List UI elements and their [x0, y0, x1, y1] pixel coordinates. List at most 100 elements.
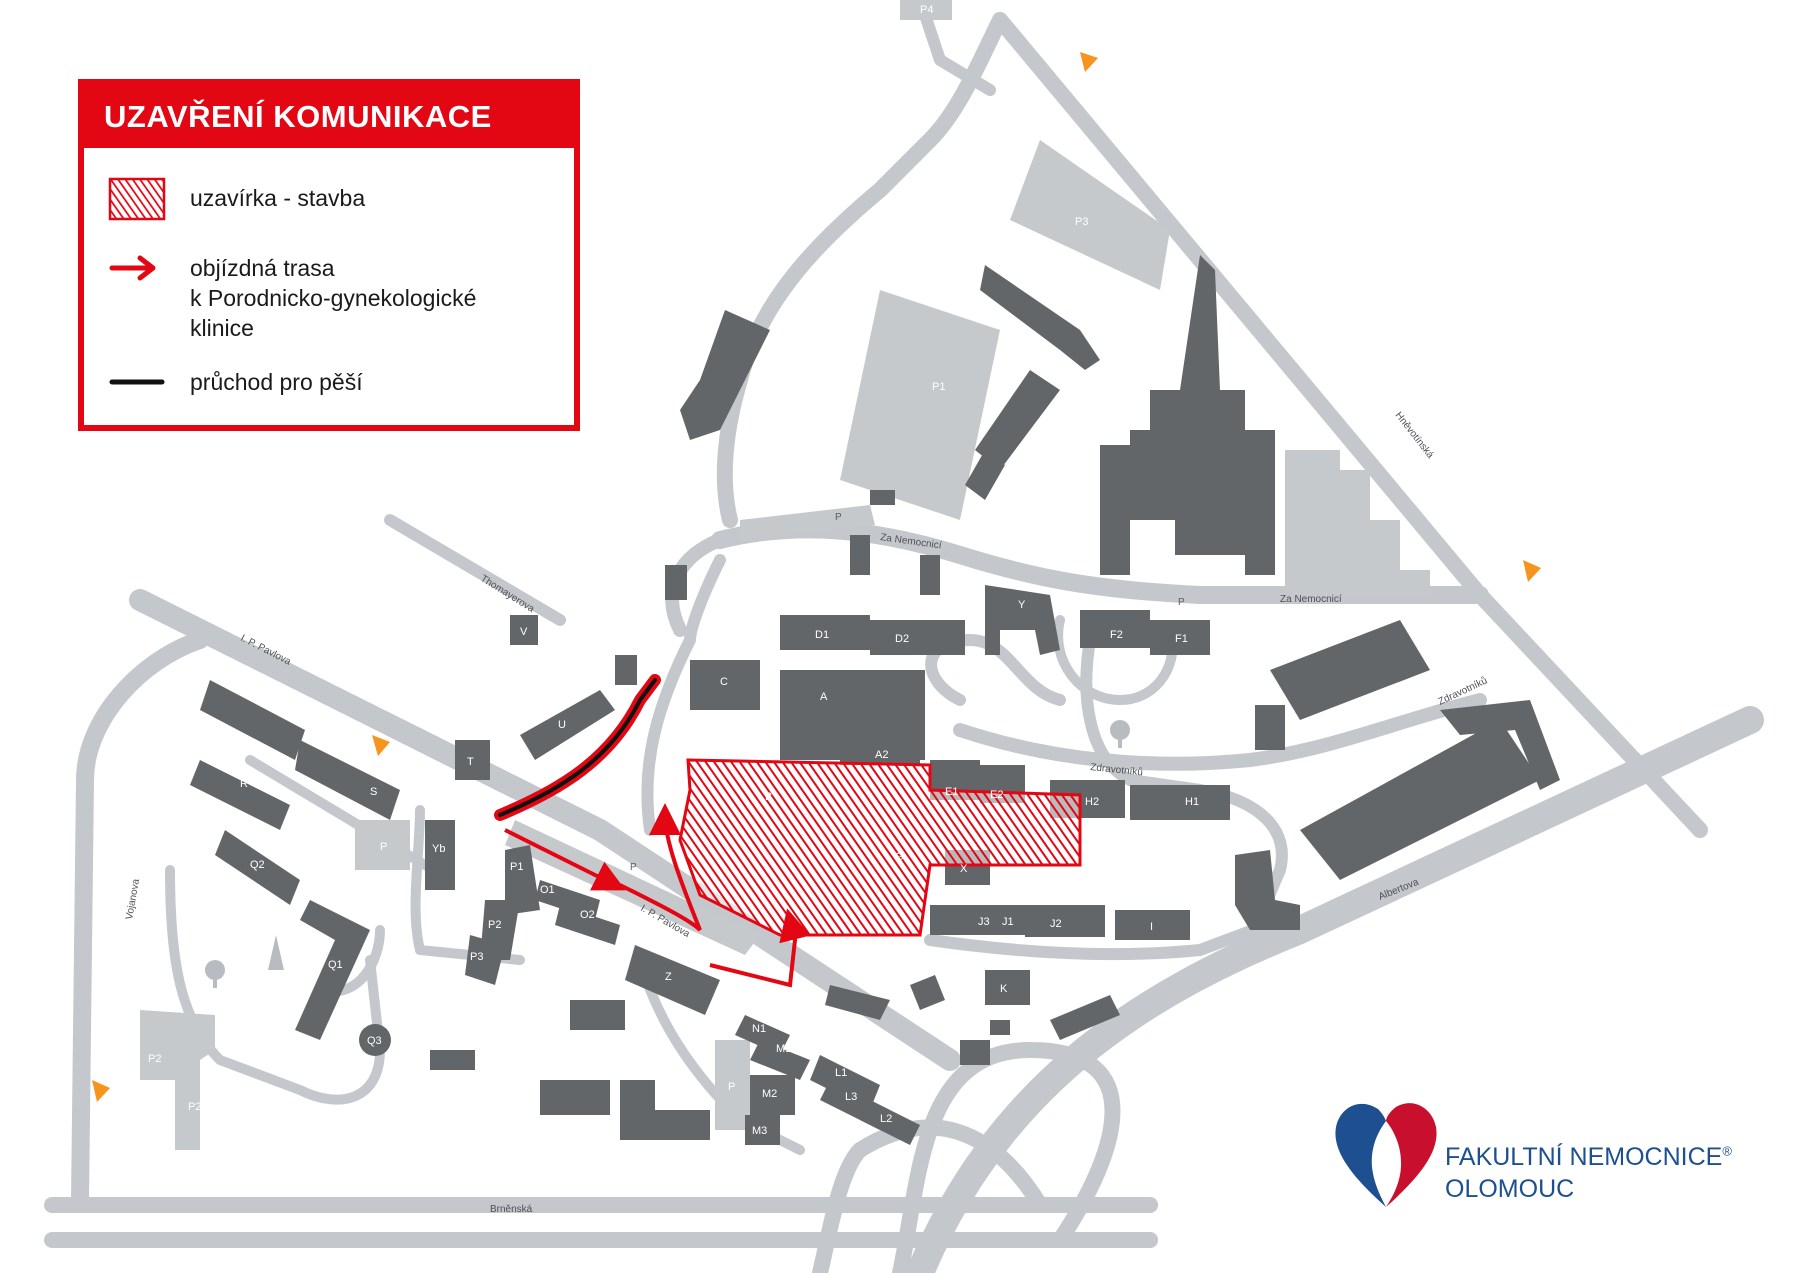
building-labels: D1 D2 C A A2 E1 E2 H2 H1 F2 F1 Y V U T S… — [240, 599, 1199, 1137]
building-label: Q1 — [328, 959, 343, 971]
building-label: O1 — [540, 884, 555, 896]
legend-label-line: objízdná trasa — [190, 255, 335, 281]
building-label: G — [895, 851, 904, 863]
building-nw1 — [680, 310, 770, 440]
building-label: I — [1150, 921, 1153, 933]
building-a2 — [840, 740, 920, 765]
hospital-logo: FAKULTNÍ NEMOCNICE® OLOMOUC — [1330, 1095, 1750, 1215]
tree-icon — [1110, 720, 1130, 740]
building-label: C — [720, 676, 728, 688]
building-j3 — [930, 905, 995, 935]
building-z — [625, 945, 720, 1015]
building-label: J2 — [1050, 918, 1062, 930]
building-r — [190, 760, 290, 830]
building-label: L3 — [845, 1091, 857, 1103]
parking-p-nemocnici — [740, 505, 875, 540]
parking-label: P3 — [1075, 216, 1088, 228]
building-m2 — [750, 1075, 795, 1115]
parking-p3 — [1010, 140, 1170, 290]
building-p1-east2 — [965, 450, 1005, 500]
road-north — [716, 12, 1008, 528]
building-label: L2 — [880, 1113, 892, 1125]
red-arrow-icon — [108, 253, 166, 288]
parking-label: P — [835, 512, 842, 523]
building-label: D2 — [895, 633, 909, 645]
legend-box: UZAVŘENÍ KOMUNIKACE uzavírka - stavba — [78, 79, 580, 431]
street-label: Hněvotínská — [1393, 410, 1436, 461]
building-label: E1 — [945, 786, 958, 798]
road-albertova-ramp — [892, 1042, 1121, 1273]
building-p1-block — [505, 845, 540, 915]
building-f2 — [1080, 610, 1150, 648]
building-label: X — [960, 863, 968, 875]
road-zdravotniku-loop — [925, 634, 1066, 706]
building-label: P1 — [510, 861, 523, 873]
building-j2 — [1025, 905, 1105, 937]
building-u2 — [615, 655, 637, 685]
road-inner-south — [924, 914, 1286, 961]
building-label: H1 — [1185, 796, 1199, 808]
detour-arrow-1 — [504, 828, 626, 891]
detour-route — [504, 803, 811, 988]
road-inner-loop — [641, 554, 726, 836]
building-label: J3 — [978, 916, 990, 928]
road-brnenska-lower — [1032, 1197, 1158, 1248]
building-tower — [1130, 255, 1275, 555]
building-k3 — [960, 1040, 990, 1065]
playground-icon — [268, 935, 284, 970]
entrance-marker-icon — [372, 735, 390, 756]
logo-name: FAKULTNÍ NEMOCNICE — [1445, 1143, 1723, 1171]
building-s3 — [1050, 995, 1120, 1040]
legend-item-pedestrian: průchod pro pěší — [108, 367, 363, 402]
building-m3 — [745, 1115, 780, 1145]
building-sw3 — [540, 1080, 610, 1115]
building-o2 — [555, 905, 620, 945]
building-label: Y — [1018, 599, 1026, 611]
legend-header: UZAVŘENÍ KOMUNIKACE — [84, 85, 574, 148]
building-label: U — [558, 719, 566, 731]
entrance-marker-icon — [1080, 52, 1098, 72]
building-p3-block — [465, 935, 505, 985]
road-west-inner2 — [410, 805, 525, 965]
parking-p1 — [840, 290, 1000, 520]
building-s1 — [825, 985, 890, 1020]
building-east-small — [1255, 705, 1285, 750]
building-y — [985, 585, 1060, 655]
legend-label: uzavírka - stavba — [190, 185, 366, 211]
parking-p2 — [140, 1010, 215, 1150]
building-label: J1 — [1002, 916, 1014, 928]
building-label: Z — [665, 971, 672, 983]
closure-hatched-area — [678, 758, 1082, 937]
building-i — [1115, 910, 1190, 940]
building-o1 — [535, 880, 600, 920]
parking-label: P — [728, 1081, 735, 1093]
building-label: O2 — [580, 909, 595, 921]
building-small-n2 — [850, 535, 870, 575]
building-k2 — [990, 1020, 1010, 1035]
building-n1 — [735, 1015, 790, 1055]
building-sw1 — [570, 1000, 625, 1030]
building-l2 — [860, 1100, 920, 1145]
building-east-long — [1300, 720, 1540, 880]
building-q1 — [295, 900, 370, 1040]
parking-label: P2 — [188, 1101, 201, 1113]
building-t — [455, 740, 490, 780]
registered-mark: ® — [1722, 1143, 1732, 1159]
logo-text-line1: FAKULTNÍ NEMOCNICE® — [1445, 1143, 1732, 1172]
parking-p4 — [900, 0, 952, 20]
building-label: A2 — [875, 749, 888, 761]
building-k — [985, 970, 1030, 1005]
parking-p-m — [715, 1040, 750, 1130]
detour-arrow-2 — [709, 908, 811, 988]
legend-title: UZAVŘENÍ KOMUNIKACE — [104, 98, 492, 134]
pedestrian-path-black — [498, 678, 657, 817]
parking-label: P — [380, 841, 387, 853]
building-label: P3 — [470, 951, 483, 963]
building-u — [520, 690, 615, 760]
building-s-west — [200, 680, 305, 760]
building-label: E2 — [990, 789, 1003, 801]
building-m1 — [750, 1040, 810, 1080]
building-nw2 — [980, 265, 1100, 370]
street-label: Za Nemocnicí — [1280, 594, 1342, 605]
